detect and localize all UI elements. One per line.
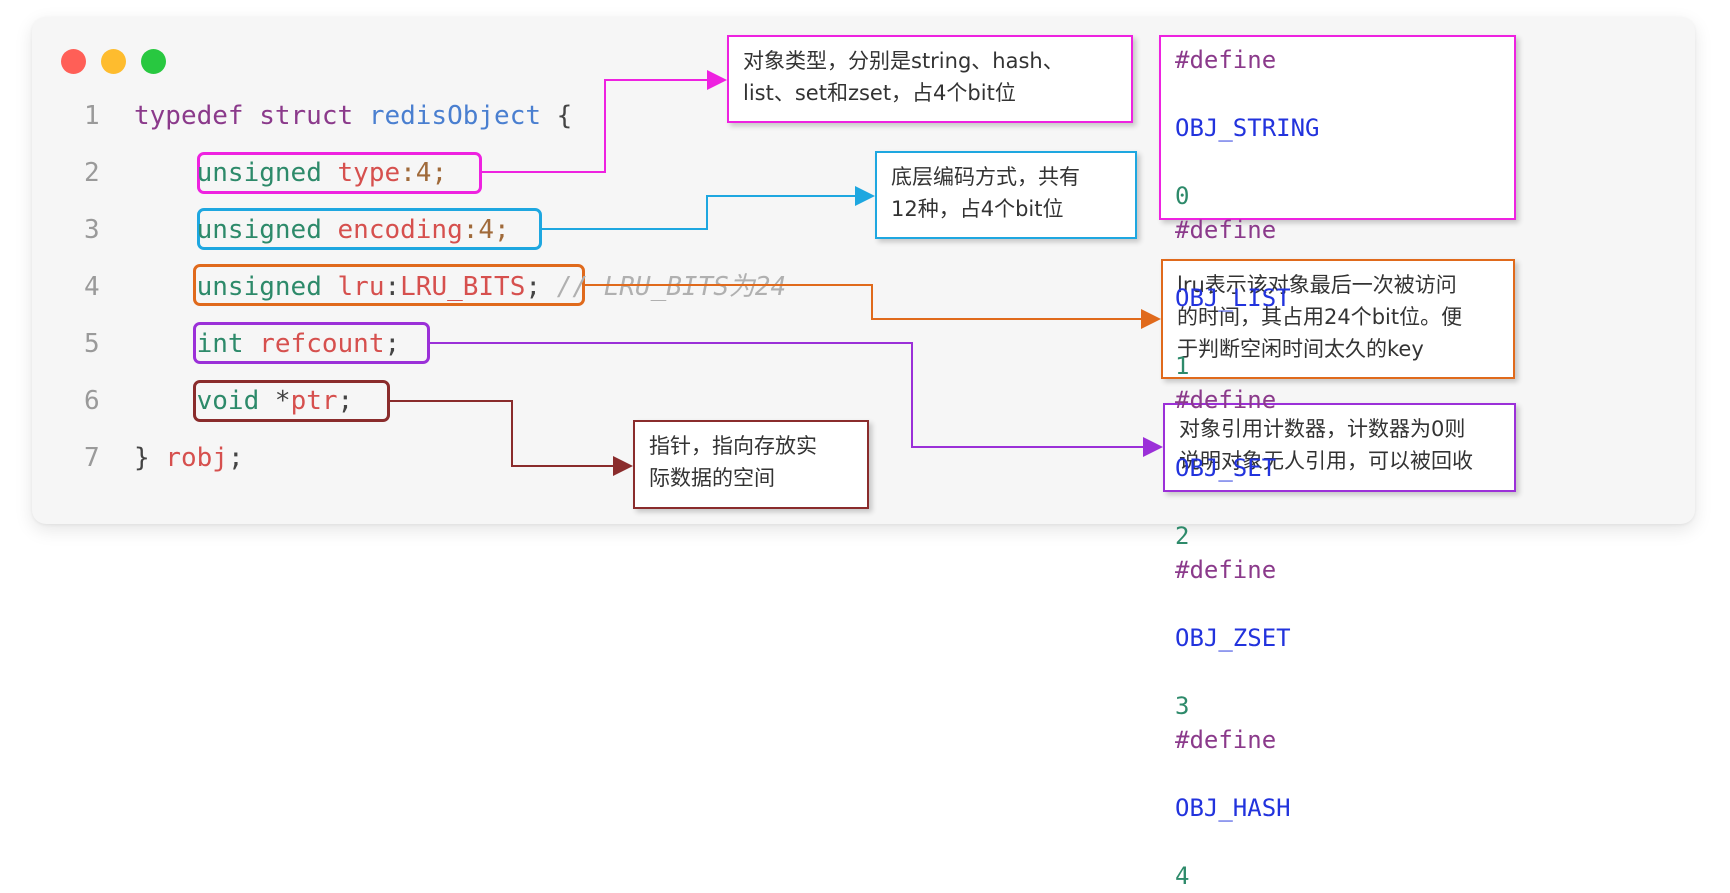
refcount-connector bbox=[430, 342, 1163, 457]
note-line: 于判断空闲时间太久的key bbox=[1177, 337, 1424, 361]
code-line-2: 2 unsigned type:4; bbox=[84, 145, 447, 202]
code-line-1: 1 typedef struct redisObject { bbox=[84, 88, 572, 145]
line-number: 3 bbox=[84, 215, 100, 245]
note-line: 底层编码方式，共有 bbox=[891, 165, 1080, 189]
define-directive: #define bbox=[1175, 556, 1277, 584]
ptr-field-highlight bbox=[193, 380, 390, 422]
type-field-highlight bbox=[197, 152, 482, 194]
open-brace: { bbox=[556, 101, 573, 131]
semicolon: ; bbox=[337, 386, 354, 416]
lru-connector bbox=[585, 284, 1161, 329]
define-directive: #define bbox=[1175, 726, 1277, 754]
connector-lines bbox=[390, 70, 1163, 476]
encoding-connector bbox=[542, 186, 875, 230]
ptr-note: 指针，指向存放实 际数据的空间 bbox=[633, 420, 869, 509]
define-name: OBJ_ZSET bbox=[1175, 624, 1291, 652]
code-line-5: 5 int refcount; bbox=[84, 316, 400, 373]
semicolon: ; bbox=[384, 329, 401, 359]
define-value: 2 bbox=[1175, 522, 1190, 550]
type-note: 对象类型，分别是string、hash、 list、set和zset，占4个bi… bbox=[727, 35, 1133, 123]
line-number: 1 bbox=[84, 101, 100, 131]
line-number: 7 bbox=[84, 443, 100, 473]
line-number: 5 bbox=[84, 329, 100, 359]
line-number: 6 bbox=[84, 386, 100, 416]
type-connector bbox=[482, 70, 727, 173]
close-brace: } bbox=[134, 443, 150, 473]
line-number: 4 bbox=[84, 272, 100, 302]
note-line: list、set和zset，占4个bit位 bbox=[743, 81, 1016, 105]
colon: : bbox=[384, 272, 401, 302]
note-line: 指针，指向存放实 bbox=[649, 434, 817, 458]
refcount-note: 对象引用计数器，计数器为0则 说明对象无人引用，可以被回收 bbox=[1163, 403, 1516, 492]
note-line: 说明对象无人引用，可以被回收 bbox=[1179, 449, 1473, 473]
lru-field-highlight bbox=[193, 264, 585, 306]
maximize-dot-icon[interactable] bbox=[141, 49, 166, 74]
type-keyword: unsigned bbox=[196, 158, 322, 188]
typedef-alias: robj bbox=[165, 443, 228, 473]
encoding-field-highlight bbox=[197, 208, 542, 250]
object-type-defines: #define OBJ_STRING 0 #define OBJ_LIST 1 … bbox=[1159, 35, 1516, 890]
define-directive: #define bbox=[1175, 216, 1277, 244]
define-row: #define OBJ_LIST 1 bbox=[1175, 213, 1500, 383]
field-name: refcount bbox=[259, 329, 385, 359]
bitfield-width: :4; bbox=[462, 215, 510, 245]
note-line: 对象引用计数器，计数器为0则 bbox=[1179, 417, 1466, 441]
encoding-note: 底层编码方式，共有 12种，占4个bit位 bbox=[875, 151, 1137, 239]
define-row: #define OBJ_HASH 4 bbox=[1175, 723, 1500, 893]
note-line: 的时间，其占用24个bit位。便 bbox=[1177, 305, 1463, 329]
refcount-field-highlight bbox=[193, 322, 430, 364]
note-line: 12种，占4个bit位 bbox=[891, 197, 1064, 221]
code-line-6: 6 void *ptr; bbox=[84, 373, 353, 430]
field-name: ptr bbox=[290, 386, 338, 416]
field-name: lru bbox=[337, 272, 385, 302]
semicolon: ; bbox=[227, 443, 244, 473]
define-row: #define OBJ_ZSET 3 bbox=[1175, 553, 1500, 723]
code-line-3: 3 unsigned encoding:4; bbox=[84, 202, 510, 259]
note-line: 对象类型，分别是string、hash、 bbox=[743, 49, 1064, 73]
type-keyword: unsigned bbox=[196, 272, 322, 302]
close-dot-icon[interactable] bbox=[61, 49, 86, 74]
define-value: 0 bbox=[1175, 182, 1190, 210]
define-directive: #define bbox=[1175, 386, 1277, 414]
typedef-keyword: typedef struct bbox=[134, 101, 354, 131]
semicolon: ; bbox=[525, 272, 542, 302]
minimize-dot-icon[interactable] bbox=[101, 49, 126, 74]
code-line-7: 7} robj; bbox=[84, 430, 244, 487]
struct-name: redisObject bbox=[368, 101, 541, 131]
field-name: encoding bbox=[337, 215, 463, 245]
code-line-4: 4 unsigned lru:LRU_BITS; // LRU_BITS为24 bbox=[84, 259, 786, 316]
define-name: OBJ_HASH bbox=[1175, 794, 1291, 822]
pointer-star: * bbox=[274, 386, 291, 416]
define-value: 4 bbox=[1175, 862, 1190, 890]
ptr-connector bbox=[390, 400, 633, 476]
type-keyword: void bbox=[196, 386, 260, 416]
define-name: OBJ_LIST bbox=[1175, 284, 1291, 312]
define-value: 3 bbox=[1175, 692, 1190, 720]
field-name: type bbox=[337, 158, 401, 188]
note-line: lru表示该对象最后一次被访问 bbox=[1177, 273, 1457, 297]
define-value: 1 bbox=[1175, 352, 1190, 380]
note-line: 际数据的空间 bbox=[649, 466, 775, 490]
bitfield-width: :4; bbox=[400, 158, 448, 188]
define-name: OBJ_STRING bbox=[1175, 114, 1320, 142]
define-directive: #define bbox=[1175, 46, 1277, 74]
macro-name: LRU_BITS bbox=[400, 272, 526, 302]
define-name: OBJ_SET bbox=[1175, 454, 1277, 482]
type-keyword: int bbox=[196, 329, 244, 359]
define-row: #define OBJ_SET 2 bbox=[1175, 383, 1500, 553]
type-keyword: unsigned bbox=[196, 215, 322, 245]
define-row: #define OBJ_STRING 0 bbox=[1175, 43, 1500, 213]
code-comment: // LRU_BITS为24 bbox=[556, 272, 787, 302]
lru-note: lru表示该对象最后一次被访问 的时间，其占用24个bit位。便 于判断空闲时间… bbox=[1161, 259, 1515, 379]
line-number: 2 bbox=[84, 158, 100, 188]
